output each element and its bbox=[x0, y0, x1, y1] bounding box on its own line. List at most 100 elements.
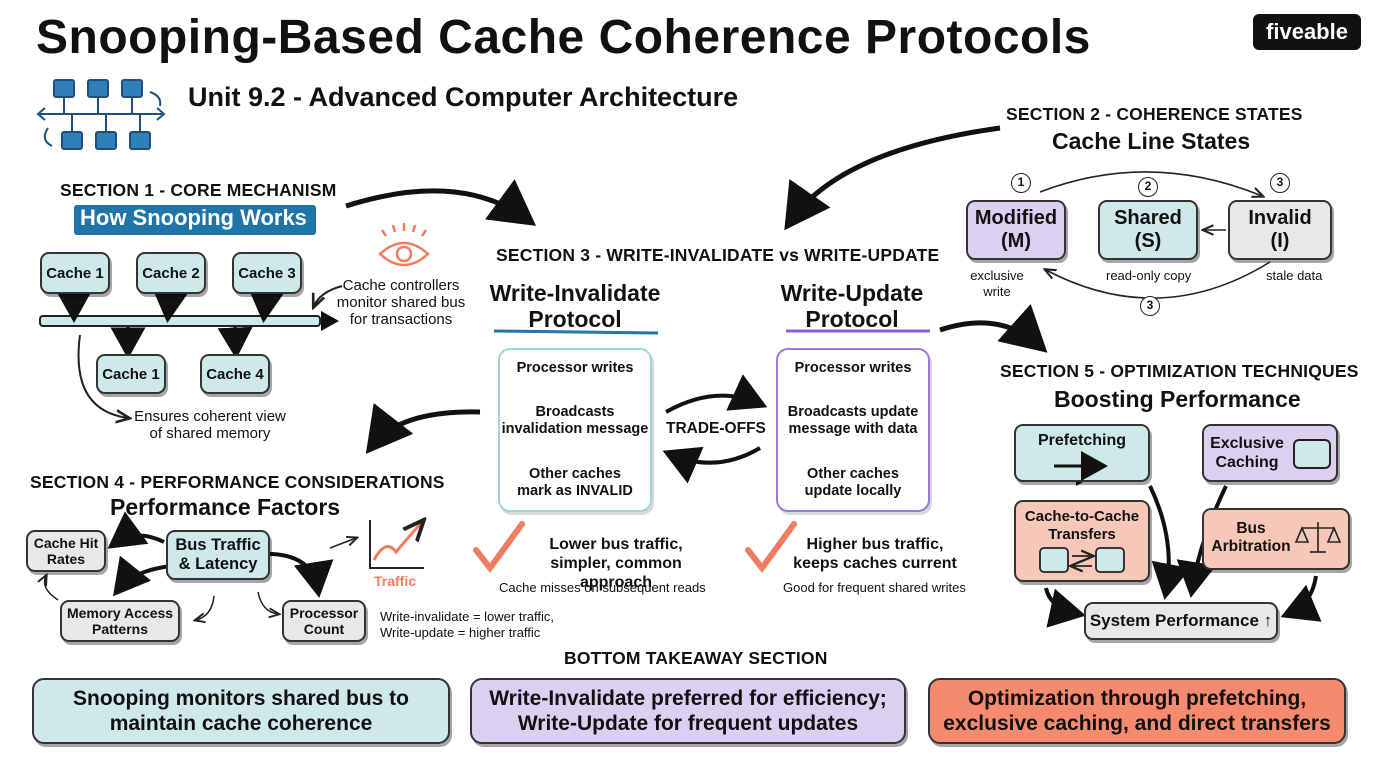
bus-traffic-box: Bus Traffic & Latency bbox=[166, 530, 270, 580]
section1-heading: SECTION 1 - CORE MECHANISM bbox=[60, 180, 337, 200]
step-line: message with data bbox=[788, 421, 918, 437]
section5-subheading: Boosting Performance bbox=[1054, 386, 1301, 412]
system-performance-box: System Performance ↑ bbox=[1084, 602, 1278, 640]
exclusive-caching-label: Exclusive Caching bbox=[1206, 434, 1288, 472]
title-line: Protocol bbox=[805, 306, 899, 332]
step-line: mark as INVALID bbox=[517, 483, 633, 499]
box-line: Patterns bbox=[91, 621, 149, 637]
box-line: Cache-to-Cache bbox=[1024, 508, 1140, 525]
section4-heading: SECTION 4 - PERFORMANCE CONSIDERATIONS bbox=[30, 472, 445, 492]
invalidate-step: Processor writes bbox=[498, 360, 652, 376]
cache-to-cache-label: Cache-to-Cache Transfers bbox=[1014, 508, 1150, 544]
note-line: monitor shared bus bbox=[336, 294, 466, 311]
section2-heading: SECTION 2 - COHERENCE STATES bbox=[1006, 104, 1303, 124]
desc-line: exclusive bbox=[970, 268, 1024, 283]
cache-box: Cache 2 bbox=[136, 252, 206, 294]
invalidate-step: Other caches mark as INVALID bbox=[498, 466, 652, 500]
takeaway-line: maintain cache coherence bbox=[109, 712, 373, 735]
bus-note: Cache controllers monitor shared bus for… bbox=[336, 277, 466, 328]
tradeoffs-label: TRADE-OFFS bbox=[666, 420, 766, 437]
cache-label: Cache 1 bbox=[46, 264, 104, 282]
box-line: & Latency bbox=[178, 555, 258, 573]
state-abbr: (S) bbox=[1134, 230, 1162, 252]
fiveable-logo: fiveable bbox=[1253, 14, 1361, 50]
cache-box: Cache 3 bbox=[232, 252, 302, 294]
section3-heading: SECTION 3 - WRITE-INVALIDATE vs WRITE-UP… bbox=[496, 245, 940, 265]
state-invalid: Invalid (I) bbox=[1228, 200, 1332, 260]
invalidate-step: Broadcasts invalidation message bbox=[498, 404, 652, 438]
cache-box: Cache 1 bbox=[40, 252, 110, 294]
section4-subheading: Performance Factors bbox=[110, 494, 341, 520]
badge-number: 2 bbox=[1144, 179, 1152, 193]
section1-subheading-bg bbox=[74, 205, 316, 235]
note-line: for transactions bbox=[349, 311, 453, 328]
badge-number: 3 bbox=[1146, 298, 1154, 312]
update-step: Other caches update locally bbox=[776, 466, 930, 500]
transition-badge: 2 bbox=[1138, 177, 1158, 197]
box-line: Bus bbox=[1236, 520, 1266, 537]
transition-badge: 3 bbox=[1140, 296, 1160, 316]
check-icon bbox=[473, 521, 525, 573]
traffic-chart-icon bbox=[369, 520, 424, 569]
badge-number: 3 bbox=[1276, 175, 1284, 189]
invalidate-note: Cache misses on subsequent reads bbox=[499, 580, 706, 595]
box-line: Memory Access bbox=[66, 605, 174, 621]
processor-count-box: Processor Count bbox=[282, 600, 366, 642]
box-line: Caching bbox=[1215, 454, 1279, 471]
state-abbr: (I) bbox=[1270, 230, 1290, 252]
note-line: of shared memory bbox=[149, 425, 271, 442]
pro-line: simpler, common approach bbox=[550, 555, 682, 591]
update-note: Good for frequent shared writes bbox=[783, 580, 966, 595]
invalidate-steps-box bbox=[498, 348, 652, 512]
cache-hit-box: Cache Hit Rates bbox=[26, 530, 106, 572]
update-step: Broadcasts update message with data bbox=[776, 404, 930, 438]
box-line: Transfers bbox=[1048, 526, 1116, 543]
pro-line: Lower bus traffic, bbox=[549, 536, 683, 553]
note-line: Write-update = higher traffic bbox=[380, 625, 541, 640]
box-line: Processor bbox=[289, 605, 359, 621]
invalidate-title: Write-Invalidate Protocol bbox=[470, 280, 680, 332]
transition-badge: 1 bbox=[1011, 173, 1031, 193]
state-abbr: (M) bbox=[1001, 230, 1031, 252]
takeaway-card: Optimization through prefetching, exclus… bbox=[928, 678, 1346, 744]
state-name: Modified bbox=[974, 207, 1058, 229]
state-modified: Modified (M) bbox=[966, 200, 1066, 260]
box-line: Cache Hit bbox=[33, 535, 99, 551]
takeaway-line: Write-Update for frequent updates bbox=[517, 712, 859, 735]
step-line: Broadcasts bbox=[535, 404, 615, 420]
state-desc: stale data bbox=[1266, 268, 1323, 283]
takeaway-line: Write-Invalidate preferred for efficienc… bbox=[489, 687, 887, 710]
takeaway-line: Snooping monitors shared bus to bbox=[73, 687, 409, 710]
page-subtitle: Unit 9.2 - Advanced Computer Architectur… bbox=[188, 82, 739, 112]
section5-heading: SECTION 5 - OPTIMIZATION TECHNIQUES bbox=[1000, 361, 1359, 381]
step-line: Broadcasts update bbox=[787, 404, 919, 420]
bottom-heading: BOTTOM TAKEAWAY SECTION bbox=[564, 648, 828, 668]
takeaway-card: Write-Invalidate preferred for efficienc… bbox=[470, 678, 906, 744]
step-line: Other caches bbox=[529, 466, 621, 482]
bus-arbitration-label: Bus Arbitration bbox=[1206, 520, 1296, 556]
title-line: Write-Invalidate bbox=[489, 280, 661, 306]
check-icon bbox=[745, 521, 797, 573]
box-line: Exclusive bbox=[1210, 435, 1284, 452]
state-desc: read-only copy bbox=[1106, 268, 1192, 283]
cache-label: Cache 3 bbox=[238, 264, 296, 282]
traffic-note: Write-invalidate = lower traffic, Write-… bbox=[380, 609, 554, 641]
cache-label: Cache 1 bbox=[102, 365, 160, 383]
step-line: invalidation message bbox=[501, 421, 649, 437]
update-title: Write-Update Protocol bbox=[752, 280, 952, 332]
note-line: Cache controllers bbox=[342, 277, 460, 294]
section2-subheading: Cache Line States bbox=[1052, 128, 1251, 154]
prefetching-label: Prefetching bbox=[1038, 432, 1127, 449]
box-line: Count bbox=[303, 621, 345, 637]
title-line: Write-Update bbox=[780, 280, 924, 306]
box-line: Rates bbox=[46, 551, 86, 567]
state-shared: Shared (S) bbox=[1098, 200, 1198, 260]
box-line: Arbitration bbox=[1211, 538, 1291, 555]
state-name: Invalid bbox=[1248, 207, 1312, 229]
takeaway-card: Snooping monitors shared bus to maintain… bbox=[32, 678, 450, 744]
update-step: Processor writes bbox=[776, 360, 930, 376]
step-line: Processor writes bbox=[794, 360, 912, 376]
title-line: Protocol bbox=[528, 306, 622, 332]
cache-label: Cache 2 bbox=[142, 264, 200, 282]
